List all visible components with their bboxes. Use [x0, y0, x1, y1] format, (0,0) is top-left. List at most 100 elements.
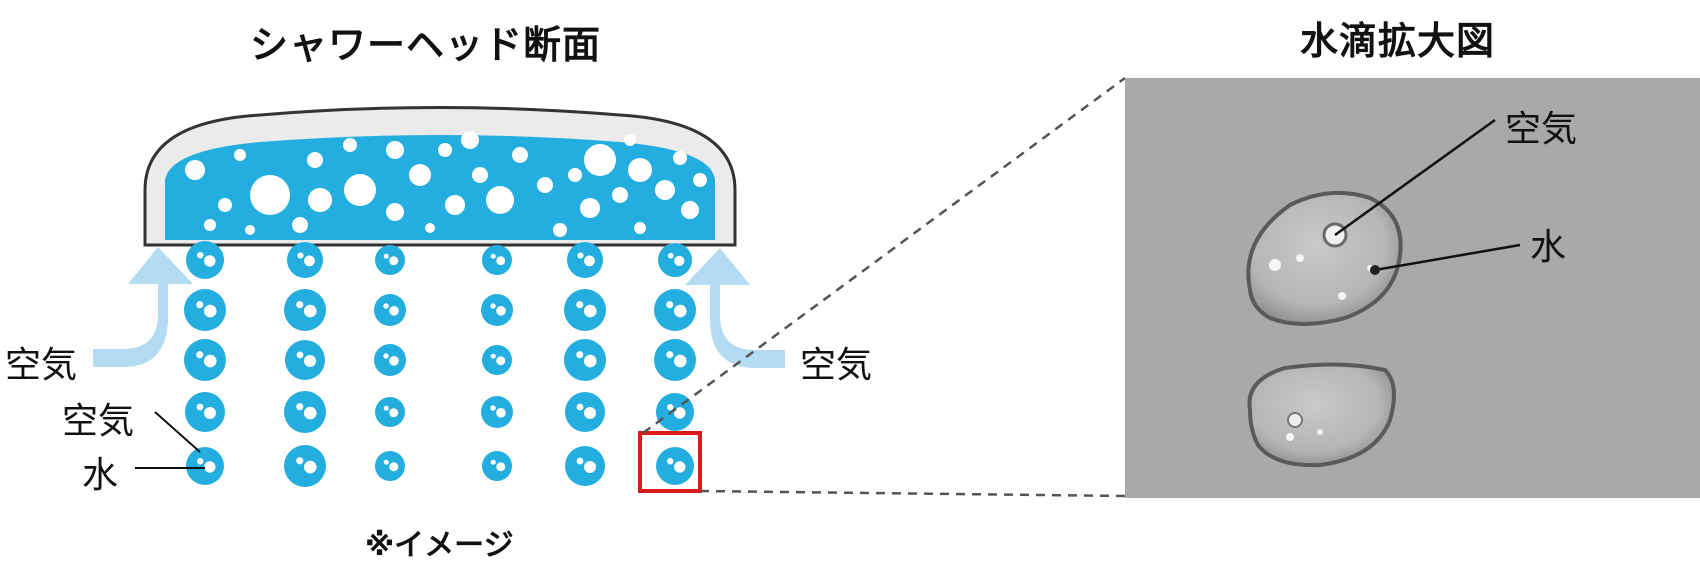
- air-bubble: [389, 408, 399, 418]
- air-bubble: [344, 174, 376, 206]
- air-bubble: [583, 354, 597, 368]
- air-label-right: 空気: [800, 345, 873, 386]
- air-bubble: [438, 143, 452, 157]
- air-bubble: [612, 187, 628, 203]
- air-bubble: [203, 354, 217, 368]
- air-bubble: [383, 303, 389, 309]
- air-bubble: [204, 255, 216, 267]
- air-bubble: [234, 149, 246, 161]
- air-bubble: [196, 301, 204, 309]
- air-bubble: [496, 306, 506, 316]
- water-droplets: [184, 241, 696, 487]
- air-bubble: [472, 167, 488, 183]
- air-bubble: [218, 198, 232, 212]
- airflow-arrow-left: [93, 247, 193, 367]
- air-bubble: [490, 303, 496, 309]
- air-bubble: [667, 252, 674, 259]
- air-bubble: [303, 460, 317, 474]
- air-bubble: [383, 353, 389, 359]
- air-bubble: [296, 457, 304, 465]
- air-bubble: [490, 459, 496, 465]
- air-bubble: [204, 461, 216, 473]
- air-bubble: [673, 354, 687, 368]
- air-bubble: [496, 462, 506, 472]
- zoom-air-bubble: [1269, 259, 1281, 271]
- air-bubble: [245, 225, 255, 235]
- air-bubble: [584, 407, 596, 419]
- air-bubble: [204, 407, 216, 419]
- air-bubble: [383, 253, 389, 259]
- zoom-air-bubble: [1317, 429, 1323, 435]
- air-bubble: [304, 255, 315, 267]
- zoom-water-pointer-dot: [1370, 265, 1380, 275]
- air-bubble: [576, 351, 584, 359]
- air-bubble: [634, 222, 646, 234]
- air-bubble: [584, 255, 595, 267]
- air-bubble: [553, 223, 567, 237]
- air-bubble: [667, 404, 674, 411]
- air-bubble: [496, 408, 506, 418]
- air-bubble: [185, 160, 205, 180]
- air-bubble: [667, 458, 674, 465]
- air-bubble: [389, 306, 399, 316]
- air-bubble: [490, 353, 496, 359]
- shower-head-section-title: シャワーヘッド断面: [250, 23, 602, 67]
- air-bubble: [296, 403, 304, 411]
- zoom-air-pointer-line: [1334, 118, 1496, 237]
- air-bubble: [409, 164, 431, 186]
- air-bubble: [624, 134, 636, 146]
- air-bubble: [674, 461, 686, 473]
- air-bubble: [496, 356, 506, 366]
- air-bubble: [461, 131, 479, 149]
- air-bubble: [490, 405, 496, 411]
- air-bubble: [386, 141, 404, 159]
- air-bubble: [204, 219, 216, 231]
- zoom-water-label: 水: [1530, 227, 1567, 268]
- zoomed-droplet-lower: [1247, 362, 1396, 468]
- chamber-air-bubbles: [185, 131, 707, 237]
- air-bubble: [303, 304, 317, 318]
- water-drop-zoom-title: 水滴拡大図: [1300, 19, 1496, 63]
- air-bubble: [386, 203, 404, 221]
- air-bubble: [576, 457, 584, 465]
- air-bubble: [693, 173, 707, 187]
- air-bubble: [580, 198, 600, 218]
- air-bubble: [666, 351, 674, 359]
- air-bubble: [673, 304, 687, 318]
- air-bubble: [250, 175, 290, 215]
- air-bubble: [496, 256, 506, 266]
- air-bubble: [666, 301, 674, 309]
- zoomed-droplet-upper: [1246, 190, 1403, 326]
- water-chamber: [165, 135, 715, 240]
- air-bubble: [307, 152, 323, 168]
- zoom-water-pointer-line: [1374, 243, 1521, 272]
- air-pointer-label: 空気: [62, 401, 135, 442]
- air-bubble: [389, 256, 399, 266]
- air-bubble: [568, 168, 582, 182]
- air-bubble: [425, 223, 435, 233]
- zoom-air-label: 空気: [1505, 109, 1578, 150]
- air-bubble: [674, 407, 686, 419]
- air-bubble: [296, 351, 304, 359]
- air-bubble: [576, 403, 584, 411]
- air-bubble: [383, 405, 389, 411]
- zoom-photo: [1125, 78, 1700, 498]
- air-bubble: [303, 406, 317, 420]
- air-bubble: [584, 461, 596, 473]
- air-bubble: [584, 144, 616, 176]
- air-bubble: [583, 304, 597, 318]
- zoom-air-bubble: [1296, 254, 1304, 262]
- air-bubble: [445, 195, 465, 215]
- zoom-air-bubble: [1286, 433, 1294, 441]
- air-bubble: [343, 138, 357, 152]
- air-pointer-line: [154, 411, 201, 453]
- highlight-box: [638, 431, 702, 493]
- air-bubble: [512, 147, 528, 163]
- air-bubble: [196, 351, 204, 359]
- air-bubble: [203, 304, 217, 318]
- air-bubble: [292, 217, 308, 233]
- air-bubble: [490, 253, 496, 259]
- zoom-line-top: [642, 76, 1126, 435]
- water-pointer-label: 水: [82, 455, 119, 496]
